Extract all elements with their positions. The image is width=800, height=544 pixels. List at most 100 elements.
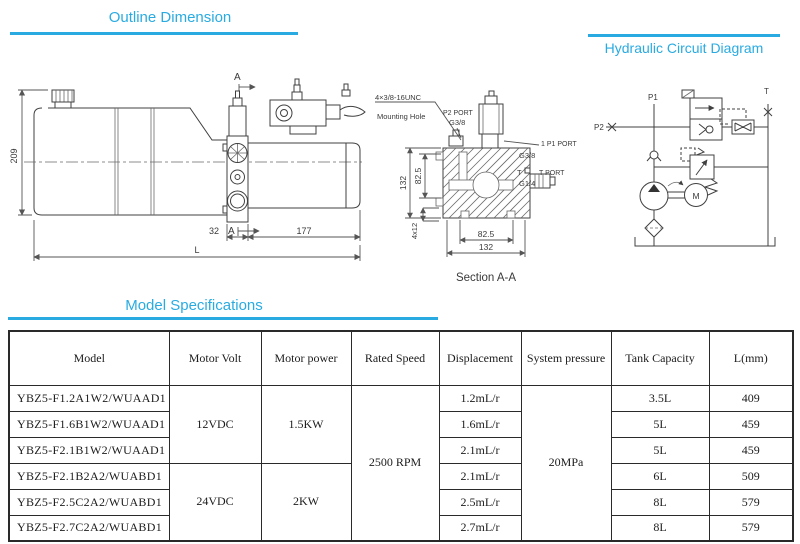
t-port-coupling [529,173,556,189]
svg-text:G1/4: G1/4 [519,179,535,188]
relief-valve [680,147,719,196]
port-p1-label: P1 [648,93,658,102]
tank-cell: 8L [610,514,710,542]
solenoid-release-valve [681,89,723,164]
drive-shaft [667,180,685,199]
hydraulic-circuit-title: Hydraulic Circuit Diagram [604,40,764,56]
port-p2-mark [607,122,617,132]
section-caption: Section A-A [456,272,516,284]
port-p2-label: P2 [594,123,604,132]
col-motor-volt: Motor Volt [168,330,262,386]
dimension-32-177: 32 177 [209,210,361,241]
oil-tank [24,107,362,216]
col-model: Model [8,330,170,386]
model-cell: YBZ5-F2.1B1W2/WUAAD1 [8,436,170,464]
svg-text:1 P1 PORT: 1 P1 PORT [541,141,577,148]
port-t-label: T [764,87,769,96]
pressure-cell: 20MPa [520,384,612,542]
svg-text:G3/8: G3/8 [519,151,535,160]
displacement-cell: 2.1mL/r [438,462,522,490]
svg-text:Mounting Hole: Mounting Hole [377,112,425,121]
p2-port-label: P2 PORT G3/8 [443,110,474,139]
p1-port-label: 1 P1 PORT G3/8 [503,140,577,160]
displacement-cell: 1.2mL/r [438,384,522,412]
displacement-cell: 2.5mL/r [438,488,522,516]
table-row: YBZ5-F2.7C2A2/WUABD1 2.7mL/r 8L 579 [8,514,794,542]
col-system-pressure: System pressure [520,330,612,386]
section-dim-left: 132 82.5 [398,147,441,219]
svg-text:132: 132 [479,242,493,252]
model-cell: YBZ5-F2.1B2A2/WUABD1 [8,462,170,490]
length-cell: 579 [708,514,794,542]
svg-text:L: L [194,245,199,255]
hydraulic-circuit-svg: P1 P2 T [594,87,776,247]
filler-cap [51,89,75,109]
section-dim-bottom: 82.5 132 [446,220,526,257]
svg-text:82.5: 82.5 [413,167,423,184]
svg-text:209: 209 [9,148,19,163]
col-displacement: Displacement [438,330,522,386]
spec-table: Model Motor Volt Motor power Rated Speed… [8,330,794,542]
length-cell: 509 [708,462,794,490]
circuit-lines [606,104,776,247]
throttle-valve [719,108,755,135]
svg-text:177: 177 [296,226,311,236]
svg-text:P2 PORT: P2 PORT [443,110,474,117]
svg-text:4x12: 4x12 [410,223,419,239]
model-cell: YBZ5-F2.7C2A2/WUABD1 [8,514,170,542]
volt-24vdc-cell: 24VDC [168,462,262,542]
section-aa-svg: 4×3/8-16UNC Mounting Hole P2 PORT G3/8 1… [375,90,577,284]
volt-12vdc-cell: 12VDC [168,384,262,464]
table-header-row: Model Motor Volt Motor power Rated Speed… [8,330,794,386]
motor-label: M [692,191,699,201]
pump-assembly [269,78,366,135]
solenoid-valve [228,90,247,137]
length-cell: 409 [708,384,794,412]
svg-text:A: A [228,226,235,237]
section-cut-arrow-bottom: A [228,226,260,237]
tank-cell: 8L [610,488,710,516]
table-row: YBZ5-F1.2A1W2/WUAAD1 12VDC 1.5KW 2500 RP… [8,384,794,542]
specs-title-underline [8,317,438,320]
col-length: L(mm) [708,330,794,386]
circuit-title-overline [588,34,780,37]
length-cell: 459 [708,436,794,464]
port-t-mark [763,107,773,117]
table-row: YBZ5-F1.6B1W2/WUAAD1 1.6mL/r 5L 459 [8,410,794,438]
svg-text:4×3/8-16UNC: 4×3/8-16UNC [375,93,422,102]
dimension-L: L [33,220,361,261]
model-specifications-title: Model Specifications [125,297,263,314]
suction-filter [644,218,664,238]
model-cell: YBZ5-F2.5C2A2/WUABD1 [8,488,170,516]
outline-dimension-title: Outline Dimension [108,9,232,26]
svg-text:132: 132 [398,176,408,190]
outline-drawing-svg: A A [9,72,366,261]
section-dim-slot: 4x12 [410,207,439,239]
displacement-cell: 2.7mL/r [438,514,522,542]
svg-text:82.5: 82.5 [478,229,495,239]
power-2kw-cell: 2KW [260,462,352,542]
length-cell: 459 [708,410,794,438]
col-tank-capacity: Tank Capacity [610,330,710,386]
dimension-209: 209 [9,89,48,216]
motor: M [684,183,708,207]
motor-body [248,142,361,209]
col-rated-speed: Rated Speed [350,330,440,386]
section-solenoid-valve [478,90,504,149]
svg-text:32: 32 [209,226,219,236]
tank-cell: 6L [610,462,710,490]
mounting-hole-note: 4×3/8-16UNC Mounting Hole [375,93,462,141]
model-cell: YBZ5-F1.6B1W2/WUAAD1 [8,410,170,438]
col-motor-power: Motor power [260,330,352,386]
svg-text:T: T [517,168,522,177]
valve-block [222,135,249,223]
tank-cell: 5L [610,410,710,438]
displacement-cell: 2.1mL/r [438,436,522,464]
manifold-block-section [435,147,531,219]
svg-text:A: A [234,72,241,83]
section-cut-arrow-top: A [234,72,256,91]
displacement-cell: 1.6mL/r [438,410,522,438]
power-15kw-cell: 1.5KW [260,384,352,464]
model-cell: YBZ5-F1.2A1W2/WUAAD1 [8,384,170,412]
